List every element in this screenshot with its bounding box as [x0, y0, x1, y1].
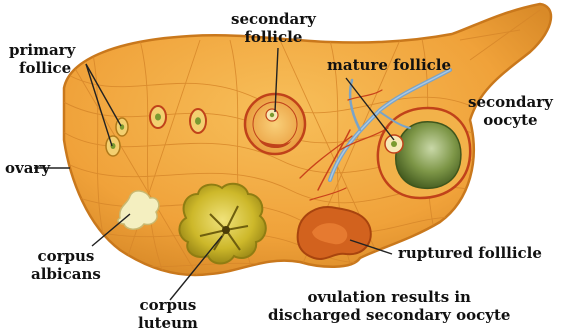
label-line: ovary [5, 159, 50, 177]
label-line: mature follicle [327, 56, 451, 74]
label-line: luteum [138, 314, 198, 332]
label-secondary-follicle: secondary follicle [231, 10, 316, 46]
label-line: follicle [231, 28, 316, 46]
label-line: secondary [231, 10, 316, 28]
label-primary-follicle: primary follice [9, 41, 75, 77]
label-ruptured-follicle: ruptured folllicle [398, 244, 542, 262]
label-secondary-oocyte: secondary oocyte [468, 93, 553, 129]
label-line: follice [9, 59, 75, 77]
label-ovulation: ovulation results in discharged secondar… [268, 288, 510, 324]
label-line: albicans [31, 265, 101, 283]
label-line: corpus [138, 296, 198, 314]
label-line: secondary [468, 93, 553, 111]
label-line: corpus [31, 247, 101, 265]
label-corpus-luteum: corpus luteum [138, 296, 198, 332]
label-line: oocyte [468, 111, 553, 129]
label-line: primary [9, 41, 75, 59]
corpus-luteum [179, 184, 265, 264]
label-line: ovulation results in [268, 288, 510, 306]
label-corpus-albicans: corpus albicans [31, 247, 101, 283]
label-line: discharged secondary oocyte [268, 306, 510, 324]
mature-follicle [378, 108, 470, 198]
label-line: ruptured folllicle [398, 244, 542, 262]
label-ovary: ovary [5, 159, 50, 177]
label-mature-follicle: mature follicle [327, 56, 451, 74]
